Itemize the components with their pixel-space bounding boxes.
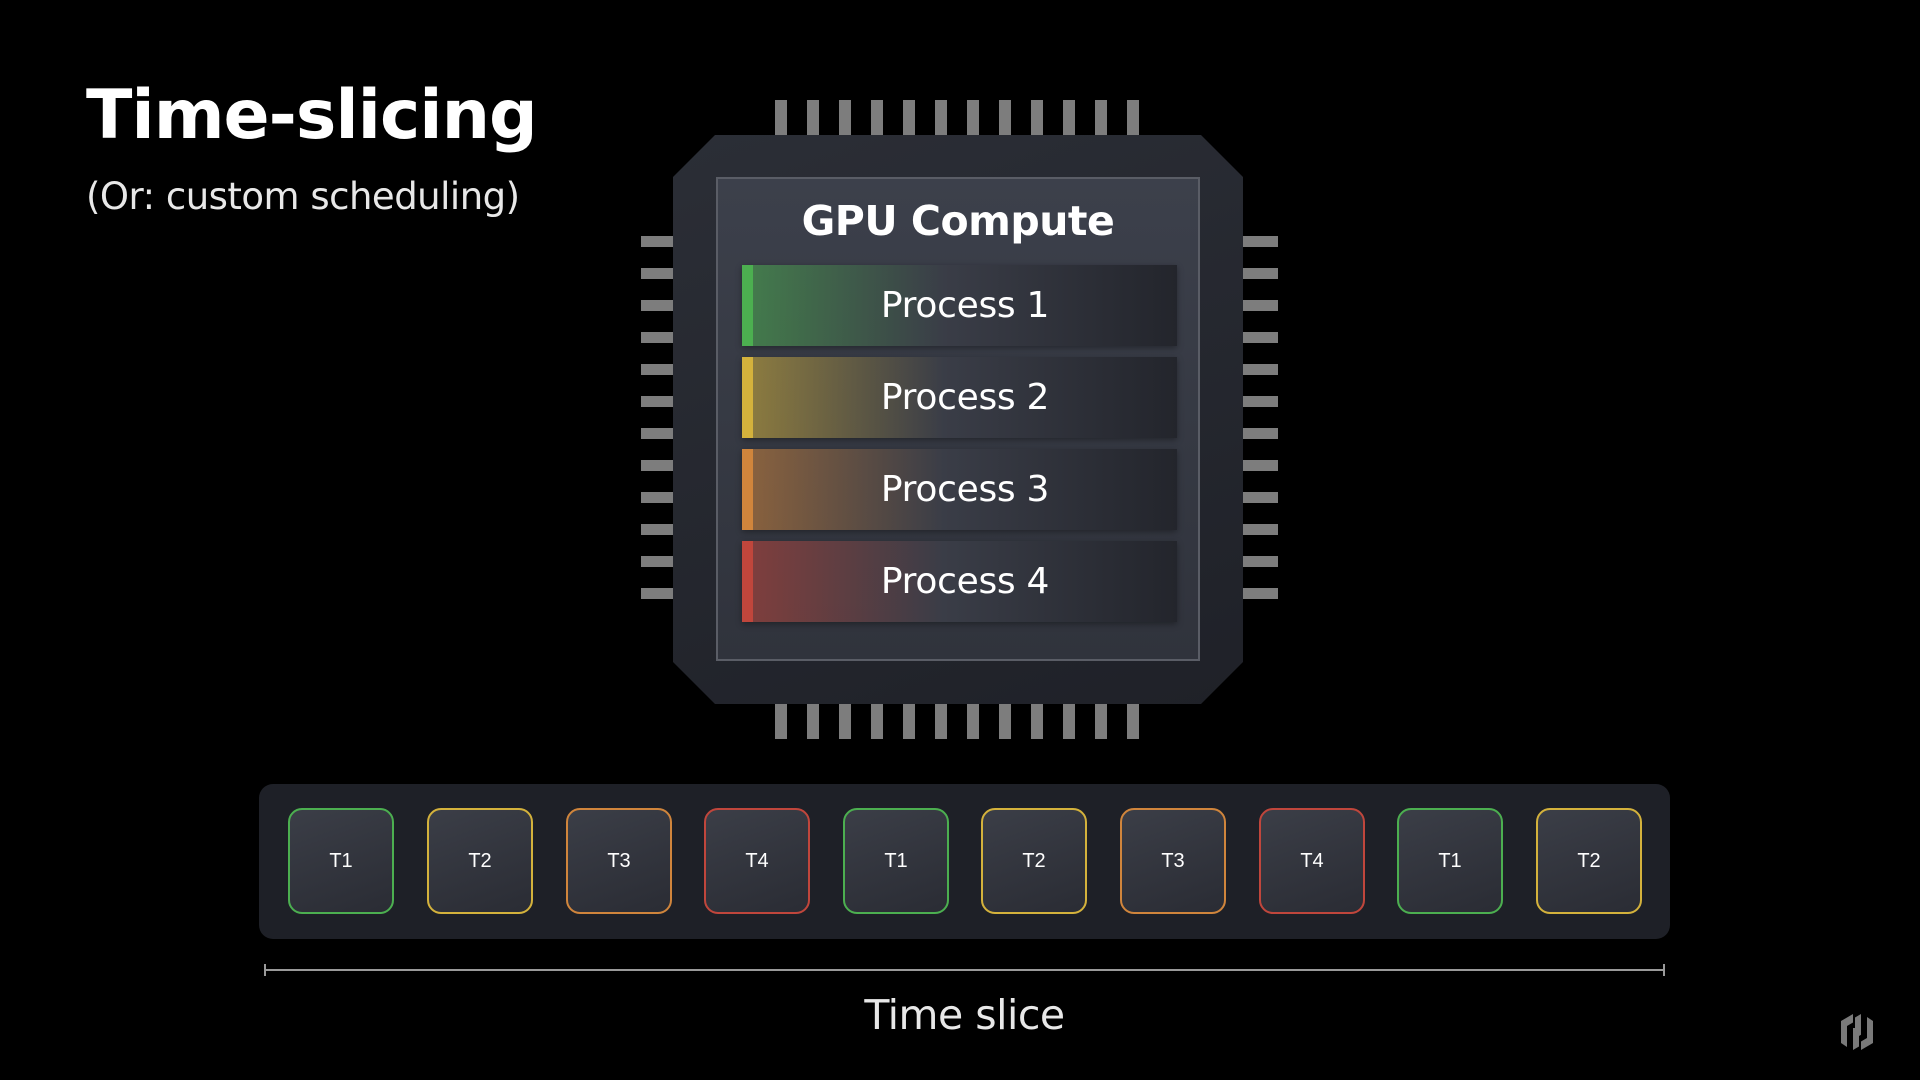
chip-pin-top [1095,100,1107,135]
time-slot: T3 [566,808,672,914]
time-slot-label: T2 [1577,849,1601,872]
chip-pin-right [1243,236,1278,247]
chip-pin-right [1243,300,1278,311]
time-slot-label: T1 [329,849,353,872]
chip-pin-right [1243,332,1278,343]
chip-pin-top [967,100,979,135]
time-slot: T2 [427,808,533,914]
chip-pin-right [1243,428,1278,439]
slide-title: Time-slicing [86,76,538,155]
time-slot-label: T1 [1438,849,1462,872]
chip-pin-top [1063,100,1075,135]
time-slot: T1 [843,808,949,914]
chip-pin-top [807,100,819,135]
time-slot-label: T3 [607,849,631,872]
process-label: Process 1 [880,285,1050,326]
chip-pin-bottom [935,704,947,739]
chip-pin-right [1243,268,1278,279]
chip-pin-bottom [871,704,883,739]
chip-pin-bottom [903,704,915,739]
chip-pin-bottom [967,704,979,739]
time-axis-start-tick [264,964,266,976]
chip-pin-left [641,428,676,439]
time-axis-line [264,969,1665,971]
time-slot: T1 [288,808,394,914]
process-label: Process 2 [880,377,1050,418]
time-slot-label: T2 [468,849,492,872]
chip-pin-right [1243,524,1278,535]
chip-pin-top [999,100,1011,135]
chip-pin-right [1243,364,1278,375]
process-bar-2: Process 2 [742,357,1177,438]
chip-pin-right [1243,460,1278,471]
chip-pin-right [1243,556,1278,567]
time-slot-label: T1 [884,849,908,872]
chip-pin-left [641,236,676,247]
slide-subtitle: (Or: custom scheduling) [86,175,520,218]
chip-pin-bottom [807,704,819,739]
chip-pin-left [641,460,676,471]
chip-pin-right [1243,492,1278,503]
chip-pin-bottom [1095,704,1107,739]
chip-pin-left [641,524,676,535]
time-axis-label: Time slice [864,991,1065,1039]
chip-pin-top [1127,100,1139,135]
chip-pin-top [1031,100,1043,135]
time-slot: T3 [1120,808,1226,914]
chip-pin-right [1243,588,1278,599]
chip-pin-bottom [775,704,787,739]
process-bar-4: Process 4 [742,541,1177,622]
time-slot-label: T4 [745,849,769,872]
time-slot: T2 [981,808,1087,914]
chip-pin-bottom [1063,704,1075,739]
process-bar-3: Process 3 [742,449,1177,530]
chip-pin-bottom [999,704,1011,739]
chip-pin-top [839,100,851,135]
chip-pin-left [641,492,676,503]
chip-pin-bottom [1031,704,1043,739]
chip-pin-left [641,588,676,599]
chip-pin-left [641,396,676,407]
time-slot: T1 [1397,808,1503,914]
time-slot: T4 [704,808,810,914]
time-slot: T4 [1259,808,1365,914]
chip-pin-top [903,100,915,135]
chip-pin-left [641,364,676,375]
chip-pin-bottom [839,704,851,739]
chip-pin-top [871,100,883,135]
process-label: Process 3 [880,469,1050,510]
process-bar-1: Process 1 [742,265,1177,346]
chip-pin-top [775,100,787,135]
chip-pin-left [641,556,676,567]
time-slot-label: T3 [1161,849,1185,872]
hashicorp-logo-icon [1838,1012,1876,1052]
chip-pin-top [935,100,947,135]
chip-pin-left [641,300,676,311]
time-axis-end-tick [1663,964,1665,976]
time-slot-label: T4 [1300,849,1324,872]
chip-pin-right [1243,396,1278,407]
chip-pin-bottom [1127,704,1139,739]
time-slot: T2 [1536,808,1642,914]
chip-pin-left [641,332,676,343]
chip-pin-left [641,268,676,279]
chip-title: GPU Compute [801,197,1115,245]
process-label: Process 4 [880,561,1050,602]
time-slot-label: T2 [1022,849,1046,872]
